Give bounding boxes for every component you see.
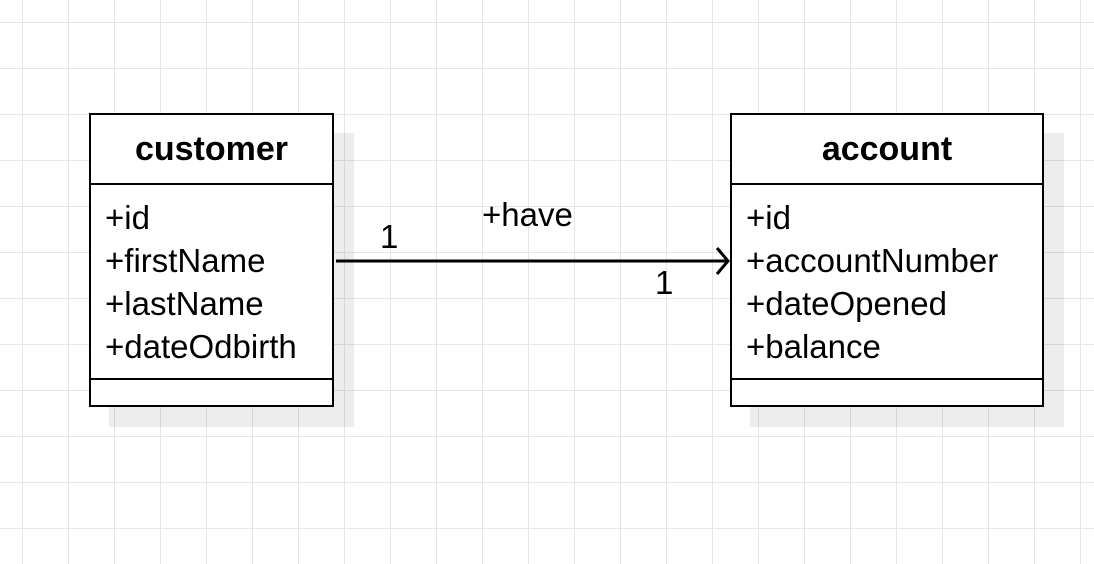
customer-class-box[interactable]: customer +id +firstName +lastName +dateO… [89,113,334,407]
customer-attribute: +dateOdbirth [105,328,297,365]
customer-attribute: +lastName [105,285,264,322]
customer-attributes: +id +firstName +lastName +dateOdbirth [91,185,332,380]
customer-attribute: +firstName [105,242,266,279]
customer-attribute: +id [105,199,150,236]
association-name-label: +have [482,196,573,233]
account-attributes: +id +accountNumber +dateOpened +balance [732,185,1042,380]
source-multiplicity-label: 1 [380,218,399,255]
customer-class-name: customer [91,115,332,185]
account-attribute: +accountNumber [746,242,999,279]
account-methods-section [732,380,1042,402]
open-arrowhead-icon [715,247,730,275]
account-attribute: +id [746,199,791,236]
account-attribute: +dateOpened [746,285,947,322]
target-multiplicity-label: 1 [655,264,674,301]
account-class-box[interactable]: account +id +accountNumber +dateOpened +… [730,113,1044,407]
account-class-name: account [732,115,1042,185]
account-attribute: +balance [746,328,881,365]
customer-methods-section [91,380,332,402]
